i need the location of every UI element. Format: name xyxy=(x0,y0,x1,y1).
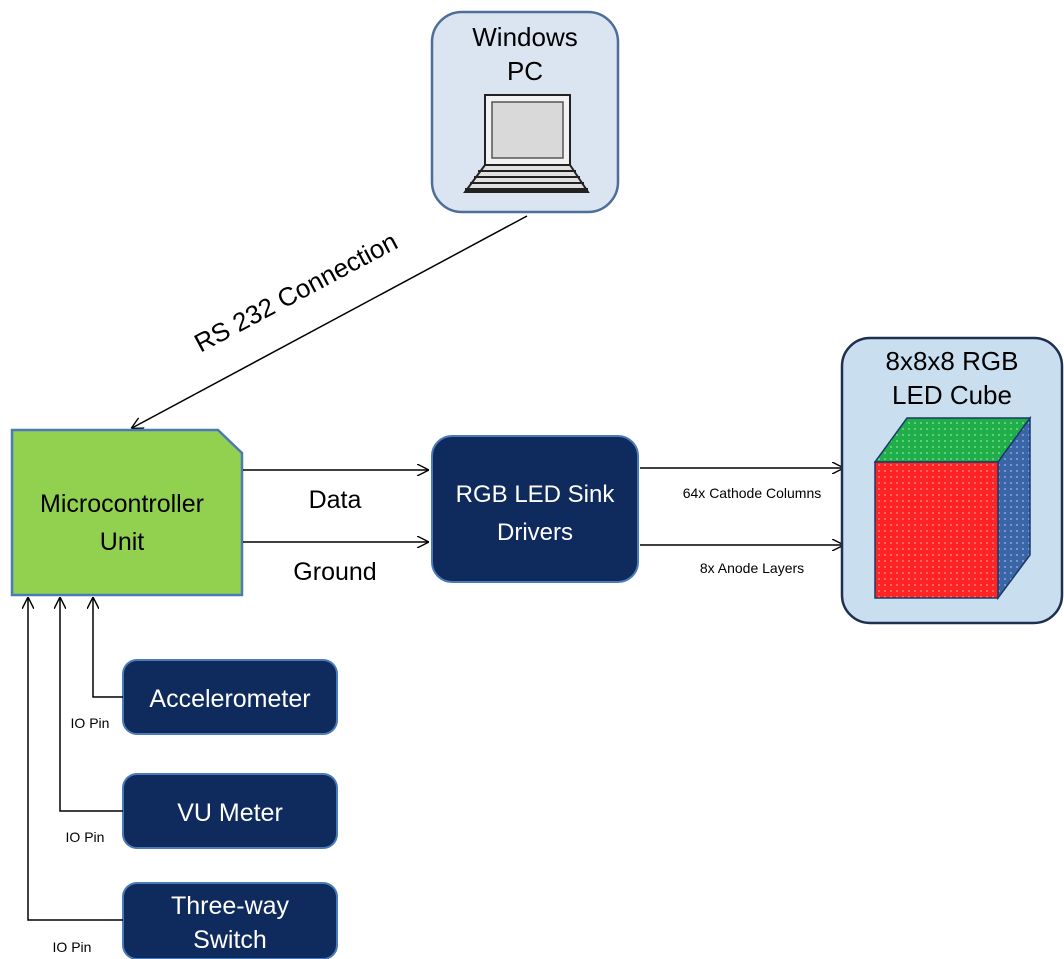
io-pin-label-3: IO Pin xyxy=(53,939,92,955)
vu-meter-node: VU Meter xyxy=(122,773,338,849)
accelerometer-io-edge xyxy=(93,598,123,698)
microcontroller-unit-node: Microcontroller Unit xyxy=(10,428,244,597)
data-edge-label: Data xyxy=(309,486,362,514)
mcu-label-line1: Microcontroller xyxy=(40,490,204,518)
accelerometer-node: Accelerometer xyxy=(122,659,338,735)
rs232-connection-edge xyxy=(132,215,528,428)
vu-meter-label: VU Meter xyxy=(177,799,283,827)
io-pin-label-1: IO Pin xyxy=(71,715,110,731)
led-cube-label-line2: LED Cube xyxy=(892,380,1012,410)
vu-meter-io-edge xyxy=(60,598,123,812)
rs232-connection-label: RS 232 Connection xyxy=(189,226,402,358)
windows-pc-label-line2: PC xyxy=(507,56,543,86)
windows-pc-label-line1: Windows xyxy=(472,22,577,52)
sink-drivers-label-line2: Drivers xyxy=(497,519,573,546)
anode-layers-label: 8x Anode Layers xyxy=(700,560,804,576)
mcu-label-line2: Unit xyxy=(100,528,145,556)
cathode-columns-label: 64x Cathode Columns xyxy=(683,485,822,501)
io-pin-label-2: IO Pin xyxy=(66,829,105,845)
led-cube-icon xyxy=(873,415,1032,601)
windows-pc-node: Windows PC xyxy=(430,10,620,214)
sink-drivers-label-line1: RGB LED Sink xyxy=(456,481,616,508)
rgb-led-sink-drivers-node: RGB LED Sink Drivers xyxy=(431,435,639,583)
switch-io-edge xyxy=(28,598,123,921)
led-cube-node: 8x8x8 RGB LED Cube xyxy=(840,336,1064,625)
accelerometer-label: Accelerometer xyxy=(149,685,310,713)
three-way-switch-node: Three-way Switch xyxy=(122,882,338,959)
laptop-icon xyxy=(463,94,590,193)
ground-edge-label: Ground xyxy=(293,558,376,586)
switch-label-line2: Switch xyxy=(193,926,267,954)
led-cube-label-line1: 8x8x8 RGB xyxy=(886,346,1019,376)
switch-label-line1: Three-way xyxy=(171,892,290,920)
